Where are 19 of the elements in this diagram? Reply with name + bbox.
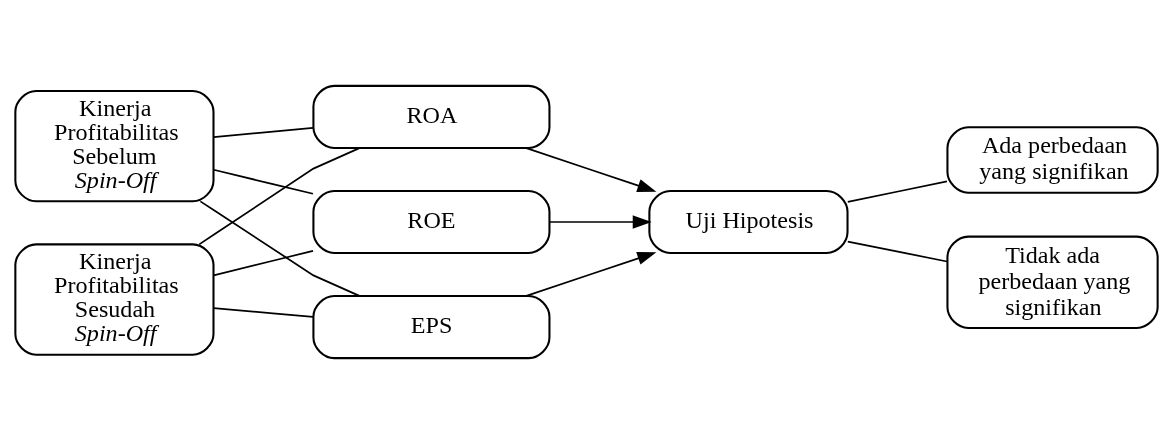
connector bbox=[212, 126, 314, 138]
node-box: Uji Hipotesis bbox=[648, 189, 849, 255]
arrow bbox=[548, 215, 652, 229]
node-box: Tidak ada perbedaan yang signifikan bbox=[946, 235, 1159, 329]
node-box: ROE bbox=[312, 189, 551, 255]
node-box: EPS bbox=[312, 295, 551, 360]
connector bbox=[846, 180, 948, 203]
connector bbox=[198, 147, 361, 246]
arrow bbox=[525, 252, 657, 297]
connector bbox=[846, 240, 948, 263]
connector bbox=[212, 250, 314, 277]
connector bbox=[199, 200, 361, 297]
node-box: Kinerja Profitabilitas Sebelum Spin-Off bbox=[14, 90, 215, 203]
node-box: Kinerja Profitabilitas Sesudah Spin-Off bbox=[14, 243, 215, 356]
connector bbox=[212, 307, 314, 318]
node-box: Ada perbedaan yang signifikan bbox=[946, 126, 1159, 194]
connector bbox=[212, 168, 314, 195]
arrow bbox=[525, 147, 657, 192]
node-box: ROA bbox=[312, 84, 551, 149]
